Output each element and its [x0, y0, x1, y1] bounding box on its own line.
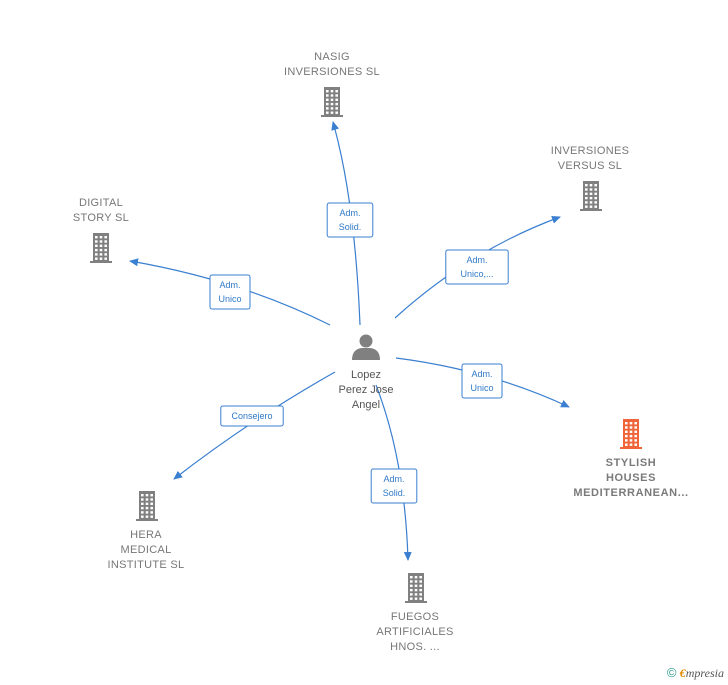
relation-label-text: Adm. [471, 369, 492, 379]
company-name-line: DIGITAL [78, 197, 124, 209]
relation-label-nasig[interactable]: Adm. Solid. [326, 202, 374, 238]
copyright-symbol: © [666, 665, 677, 680]
company-name-stylish-houses[interactable]: STYLISH HOUSES MEDITERRANEAN... [573, 456, 688, 501]
person-icon[interactable] [352, 334, 380, 361]
building-icon[interactable] [405, 573, 427, 603]
building-icon[interactable] [580, 181, 602, 211]
company-name-nasig[interactable]: NASIG INVERSIONES SL [284, 50, 380, 80]
relation-label-stylish-houses[interactable]: Adm. Unico [461, 363, 503, 399]
building-icon[interactable] [620, 419, 642, 449]
relation-label-text: Adm. [466, 255, 487, 265]
company-name-line: HOUSES [605, 472, 657, 484]
relation-label-inversiones-versus[interactable]: Adm. Unico,... [445, 249, 509, 285]
relation-label-hera-medical[interactable]: Consejero [220, 405, 284, 427]
company-name-line: MEDICAL [120, 544, 172, 556]
relation-label-text: Adm. [383, 474, 404, 484]
building-icon[interactable] [90, 233, 112, 263]
relation-label-text: Solid. [383, 488, 406, 498]
company-name-hera-medical[interactable]: HERA MEDICAL INSTITUTE SL [108, 528, 185, 573]
company-name-line: VERSUS SL [557, 160, 623, 172]
company-name-line: HNOS. ... [390, 641, 440, 653]
company-name-fuegos-artificiales[interactable]: FUEGOS ARTIFICIALES HNOS. ... [376, 610, 453, 655]
relation-label-text: Adm. [339, 208, 360, 218]
relation-label-text: Solid. [339, 222, 362, 232]
building-icon[interactable] [321, 87, 343, 117]
relation-label-text: Unico [470, 383, 493, 393]
company-name-line: ARTIFICIALES [376, 626, 454, 638]
building-icon[interactable] [136, 491, 158, 521]
brand-logo[interactable]: €mpresia [679, 666, 724, 680]
copyright: © €mpresia [667, 665, 724, 681]
relation-label-fuegos-artificiales[interactable]: Adm. Solid. [370, 468, 418, 504]
relation-label-text: Unico,... [460, 269, 493, 279]
company-name-line: INSTITUTE SL [107, 559, 185, 571]
relation-label-digital-story[interactable]: Adm. Unico [209, 274, 251, 310]
company-name-line: INVERSIONES SL [284, 66, 380, 78]
person-name-line: Angel [351, 399, 381, 411]
company-name-inversiones-versus[interactable]: INVERSIONES VERSUS SL [551, 144, 630, 174]
person-name-line: Lopez [351, 369, 381, 381]
relation-edge-fuegos-artificiales [375, 384, 412, 561]
company-name-line: NASIG [314, 51, 350, 63]
relation-label-text: Consejero [231, 411, 272, 421]
company-name-line: FUEGOS [390, 611, 440, 623]
company-name-line: HERA [130, 529, 162, 541]
relation-label-text: Adm. [219, 280, 240, 290]
company-name-line: MEDITERRANEAN... [573, 487, 689, 499]
person-name-line: Perez Jose [338, 384, 394, 396]
company-name-digital-story[interactable]: DIGITAL STORY SL [73, 196, 129, 226]
relation-label-text: Unico [218, 294, 241, 304]
company-name-line: STYLISH [605, 457, 657, 469]
company-name-line: INVERSIONES [550, 145, 630, 157]
company-name-line: STORY SL [72, 212, 130, 224]
